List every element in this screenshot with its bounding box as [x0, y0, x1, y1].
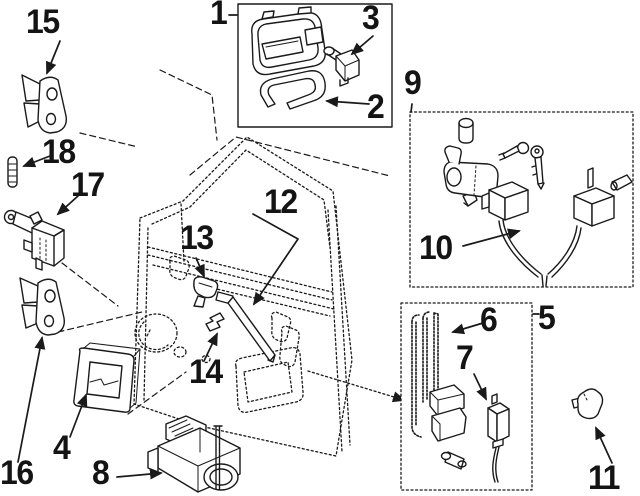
upper-door-hinge-drawing — [21, 74, 67, 134]
background-projection-lines — [57, 69, 391, 415]
rod-guide-wedges-drawing — [429, 384, 467, 442]
callout-17-label: 17 — [71, 166, 105, 204]
callout-10-label: 10 — [419, 229, 453, 267]
leader-12 — [252, 213, 299, 306]
lock-rod-kit-box — [400, 302, 533, 491]
door-latch-assembly-drawing — [147, 415, 241, 493]
leader-3 — [350, 35, 374, 56]
leader-7 — [473, 373, 487, 401]
leader-13 — [194, 257, 205, 278]
lock-cylinder-kit-box — [409, 111, 634, 288]
leader-9 — [410, 103, 413, 113]
callout-15-label: 15 — [26, 3, 60, 41]
leader-15 — [46, 40, 61, 75]
leader-17 — [56, 195, 79, 216]
callout-18-label: 18 — [42, 133, 76, 171]
door-check-strap-drawing — [3, 209, 65, 271]
knob-clip-drawing — [571, 388, 604, 420]
callout-11-label: 11 — [588, 459, 620, 496]
outside-handle-kit-box — [237, 3, 393, 128]
inside-handle-lever-drawing — [193, 276, 219, 308]
leader-18 — [22, 155, 51, 168]
lock-rod-drawing — [215, 291, 276, 363]
lower-door-hinge-drawing — [19, 277, 65, 336]
callout-4-label: 4 — [53, 429, 71, 467]
leader-10 — [462, 228, 521, 247]
callout-3-label: 3 — [362, 0, 380, 37]
callout-5-label: 5 — [538, 299, 556, 337]
leader-8 — [116, 468, 163, 480]
callout-2-label: 2 — [367, 88, 385, 126]
callout-leader-lines — [17, 14, 613, 480]
wired-cylinder-left-drawing — [481, 181, 542, 278]
switch-with-wire-drawing — [487, 393, 510, 483]
leader-14 — [203, 332, 218, 362]
rod-clip-drawing — [205, 312, 225, 332]
callout-13-label: 13 — [180, 219, 214, 257]
callout-1-label: 1 — [210, 0, 228, 32]
bolt-drawing — [440, 451, 467, 470]
leader-6 — [451, 322, 484, 335]
handle-gasket-clip-drawing — [259, 70, 326, 110]
callout-7-label: 7 — [456, 339, 474, 377]
callout-9-label: 9 — [404, 64, 422, 102]
lock-rods-drawing — [411, 311, 439, 438]
door-outline-sketch — [133, 136, 406, 457]
callout-14-label: 14 — [189, 353, 223, 391]
leader-16 — [17, 336, 46, 463]
callout-16-label: 16 — [0, 454, 34, 492]
callout-6-label: 6 — [480, 301, 498, 339]
leader-4 — [69, 393, 88, 438]
leader-11 — [595, 426, 613, 464]
outside-handle-drawing — [251, 6, 326, 76]
inside-handle-bezel-drawing — [73, 342, 141, 413]
callout-12-label: 12 — [264, 183, 298, 221]
hinge-pin-drawing — [7, 156, 18, 188]
wired-cylinder-right-drawing — [541, 167, 615, 287]
callout-8-label: 8 — [92, 454, 110, 492]
cap-right-drawing — [610, 174, 633, 191]
leader-2 — [325, 96, 370, 108]
cylinder-cap-drawing — [458, 117, 474, 144]
keys-drawing — [498, 141, 545, 190]
